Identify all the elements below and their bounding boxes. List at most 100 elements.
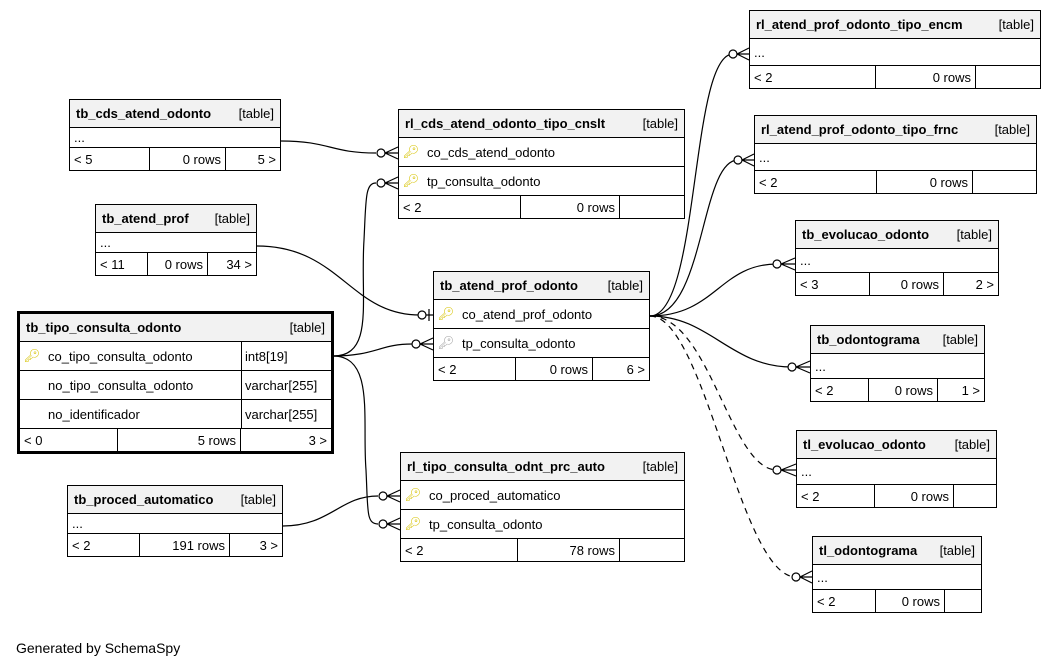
crowfoot (384, 176, 399, 190)
rows-count: 0 rows (516, 358, 593, 380)
parents-count: < 2 (811, 379, 869, 401)
crowfoot (741, 153, 755, 167)
rows-count: 0 rows (150, 148, 226, 170)
children-count (954, 485, 996, 507)
table-header: tb_tipo_consulta_odonto [table] (20, 314, 331, 342)
children-count: 5 > (257, 151, 276, 167)
crowfoot (386, 517, 401, 531)
edge-cds-to-rl-cnslt (280, 140, 377, 154)
crowfoot (384, 146, 399, 160)
table-kind: [table] (954, 437, 990, 452)
children-count: 34 > (226, 256, 252, 272)
edge-odonto-to-odontograma (649, 315, 793, 368)
column-name: co_atend_prof_odonto (462, 306, 593, 322)
edge-end-circle (728, 49, 738, 59)
column-type: varchar[255] (241, 400, 331, 428)
table-rl-cds-atend-odonto-tipo-cnslt[interactable]: rl_cds_atend_odonto_tipo_cnslt[table] 🔑︎… (398, 109, 685, 219)
columns-ellipsis: ... (96, 233, 256, 253)
column-row: 🔑︎tp_consulta_odonto (401, 510, 684, 539)
parents-count: < 3 (796, 273, 870, 295)
edge-odonto-to-evolucao (649, 263, 778, 317)
rows-count: 0 rows (876, 66, 976, 88)
primary-key-icon: 🔑︎ (404, 487, 422, 502)
rows-count: 0 rows (870, 273, 944, 295)
table-kind: [table] (238, 106, 274, 121)
table-tb-atend-prof-odonto[interactable]: tb_atend_prof_odonto[table] 🔑︎co_atend_p… (433, 271, 650, 381)
table-tb-tipo-consulta-odonto[interactable]: tb_tipo_consulta_odonto[table] 🔑︎co_tipo… (17, 311, 334, 454)
columns-ellipsis: ... (797, 459, 996, 485)
table-name: tb_atend_prof (102, 211, 189, 226)
rows-count: 0 rows (521, 196, 620, 218)
column-type: int8[19] (241, 342, 331, 370)
column-row: 🔑︎ co_proced_automatico (401, 481, 684, 510)
edge-end-circle (378, 491, 388, 501)
rows-count: 0 rows (869, 379, 938, 401)
table-name: tb_tipo_consulta_odonto (26, 320, 182, 335)
table-header: tb_proced_automatico[table] (68, 486, 282, 514)
table-kind: [table] (939, 543, 975, 558)
column-name: no_tipo_consulta_odonto (48, 377, 194, 393)
table-header: rl_cds_atend_odonto_tipo_cnslt[table] (399, 110, 684, 138)
parents-count: < 2 (797, 485, 875, 507)
parents-count: < 2 (434, 358, 516, 380)
column-name: tp_consulta_odonto (427, 173, 541, 189)
parents-count: < 2 (750, 66, 876, 88)
table-rl-atend-prof-odonto-tipo-frnc[interactable]: rl_atend_prof_odonto_tipo_frnc[table] ..… (754, 115, 1037, 194)
table-rl-atend-prof-odonto-tipo-encm[interactable]: rl_atend_prof_odonto_tipo_encm[table] ..… (749, 10, 1041, 89)
parents-count: < 2 (399, 196, 521, 218)
table-name: tb_atend_prof_odonto (440, 278, 578, 293)
column-name: co_tipo_consulta_odonto (48, 348, 193, 364)
parents-count: < 2 (813, 590, 876, 612)
rows-count: 78 rows (518, 539, 620, 561)
table-header: rl_tipo_consulta_odnt_prc_auto[table] (401, 453, 684, 481)
table-rl-tipo-consulta-odnt-prc-auto[interactable]: rl_tipo_consulta_odnt_prc_auto[table] 🔑︎… (400, 452, 685, 562)
one-mark (426, 309, 433, 321)
edge-end-circle (376, 178, 386, 188)
column-type: varchar[255] (241, 371, 331, 399)
column-name: tp_consulta_odonto (462, 335, 576, 351)
table-kind: [table] (642, 116, 678, 131)
table-name: rl_atend_prof_odonto_tipo_frnc (761, 122, 959, 137)
table-kind: [table] (994, 122, 1030, 137)
edge-end-circle (378, 519, 388, 529)
column-row: 🔑︎co_cds_atend_odonto (399, 138, 684, 167)
column-name: co_proced_automatico (429, 487, 561, 503)
rows-count: 0 rows (875, 485, 954, 507)
children-count: 3 > (259, 537, 278, 553)
edge-odonto-to-frnc (649, 159, 739, 317)
edge-end-circle (417, 310, 427, 320)
rows-count: 191 rows (140, 534, 230, 556)
children-count (620, 539, 684, 561)
edge-end-circle (787, 362, 797, 372)
edge-end-circle (376, 148, 386, 158)
rows-count: 0 rows (876, 590, 945, 612)
table-kind: [table] (289, 320, 325, 335)
crowfoot (799, 570, 813, 584)
crowfoot (780, 257, 796, 271)
column-row: 🔑︎co_atend_prof_odonto (434, 300, 649, 329)
edge-odonto-to-encm (649, 53, 734, 317)
table-header: rl_atend_prof_odonto_tipo_frnc [table] (755, 116, 1036, 144)
rows-count: 0 rows (877, 171, 973, 193)
table-header: tl_evolucao_odonto[table] (797, 431, 996, 459)
columns-ellipsis: ... (68, 514, 282, 534)
children-count: 2 > (975, 276, 994, 292)
primary-key-icon: 🔑︎ (404, 516, 422, 531)
columns-ellipsis: ... (70, 128, 280, 148)
